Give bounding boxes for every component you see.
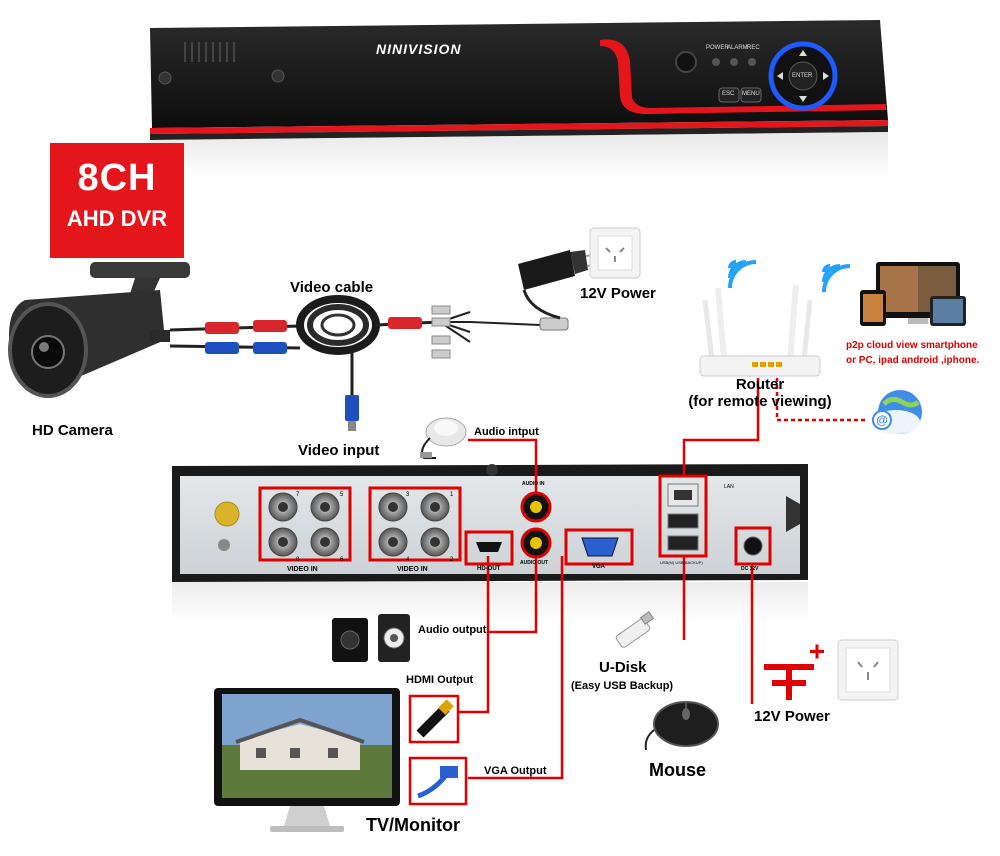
router-label: Router <box>735 376 785 393</box>
esc-button[interactable] <box>718 87 740 103</box>
svg-text:@: @ <box>876 413 888 427</box>
wiring-lines <box>458 378 760 780</box>
mouse-label: Mouse <box>649 760 707 780</box>
wifi-left-icon <box>728 260 757 289</box>
bnc-num-1: 1 <box>450 492 454 498</box>
hdmi-cable-icon <box>408 694 460 744</box>
vent-grille <box>184 42 235 62</box>
wifi-right-icon <box>822 264 851 293</box>
wall-outlet-bottom-icon <box>837 639 899 701</box>
esc-label: ESC <box>722 91 735 97</box>
bnc-num-8: 8 <box>296 557 300 563</box>
audio-output-label: Audio output <box>418 624 487 636</box>
bnc-connectors-left <box>268 492 340 557</box>
rec-led-icon <box>748 58 756 66</box>
badge-type: AHD DVR <box>66 206 168 231</box>
navigation-ring[interactable] <box>768 41 838 111</box>
menu-button[interactable] <box>740 87 762 103</box>
dvr-front-unit <box>150 20 888 178</box>
router-sublabel: (for remote viewing) <box>688 393 832 410</box>
power-led-icon <box>712 58 720 66</box>
bnc-connectors-right <box>378 492 450 557</box>
vga-output-label: VGA Output <box>484 765 547 777</box>
arrow-right-icon <box>823 72 829 80</box>
router-image <box>699 284 821 377</box>
audio-input-label: Audio intput <box>474 426 539 438</box>
enter-label: ENTER <box>792 73 813 79</box>
video-input-label: Video input <box>298 442 380 459</box>
wall-outlet-top-icon <box>589 227 641 279</box>
brand-logo: NINIVISION <box>376 41 462 57</box>
dc-power-symbol-icon <box>764 644 824 700</box>
vga-port-icon <box>581 537 619 557</box>
tv-monitor-label: TV/Monitor <box>366 815 460 835</box>
usb-port-2-icon <box>667 535 699 551</box>
arrow-left-icon <box>777 72 783 80</box>
usb-port-1-icon <box>667 513 699 529</box>
hd-camera-label: HD Camera <box>32 422 113 439</box>
video-in-left-label: VIDEO IN <box>287 566 318 573</box>
video-in-right-label: VIDEO IN <box>397 566 428 573</box>
power-adapter-image <box>518 250 602 320</box>
arrow-down-icon <box>799 96 807 102</box>
audio-out-panel-label: AUDIO OUT <box>520 560 549 566</box>
enter-button[interactable] <box>788 61 818 91</box>
video-cable-label: Video cable <box>290 279 374 296</box>
cloud-globe-icon: @ <box>872 390 922 434</box>
arrow-up-icon <box>799 50 807 56</box>
hdmi-port-icon <box>476 542 502 552</box>
hd-out-panel-label: HD-OUT <box>477 566 501 572</box>
video-cable-image <box>169 295 569 431</box>
product-badge: 8CH AHD DVR <box>50 143 184 258</box>
speakers-icon <box>332 614 410 662</box>
p2p-line-1: p2p cloud view smartphone <box>846 340 978 351</box>
bnc-num-7: 7 <box>296 492 300 498</box>
alarm-led-icon <box>730 58 738 66</box>
hdmi-output-label: HDMI Output <box>406 674 474 686</box>
led-label-power: POWER <box>706 45 729 51</box>
udisk-sublabel: (Easy USB Backup) <box>571 680 674 692</box>
bnc-num-2: 2 <box>450 557 454 563</box>
microphone-icon <box>420 417 467 459</box>
audio-in-panel-label: AUDIO IN <box>522 481 545 487</box>
usb-disk-icon <box>615 611 655 648</box>
lan-panel-label: LAN <box>724 484 734 490</box>
dvr-rear-panel <box>172 464 808 622</box>
bnc-num-4: 4 <box>406 557 410 563</box>
hd-camera-image <box>8 262 190 398</box>
bnc-num-5: 5 <box>340 492 344 498</box>
ir-receiver-icon <box>675 51 697 73</box>
power-bottom-label: 12V Power <box>754 708 830 725</box>
dc-port-icon <box>743 536 763 556</box>
led-label-rec: REC <box>747 45 760 51</box>
remote-devices-image <box>860 262 966 326</box>
power-top-label: 12V Power <box>580 285 656 302</box>
tv-monitor-image <box>214 688 400 832</box>
dc-panel-label: DC 12V <box>741 566 759 572</box>
vga-cable-icon <box>408 756 468 806</box>
vga-panel-label: VGA <box>592 564 606 570</box>
bnc-num-3: 3 <box>406 492 410 498</box>
led-label-alarm: ALARM <box>727 45 748 51</box>
usb-panel-label: USB(M) USB(BACKUP) <box>660 560 703 565</box>
menu-label: MENU <box>742 91 760 97</box>
mouse-icon <box>644 701 719 751</box>
p2p-line-2: or PC, ipad android ,iphone. <box>846 355 980 366</box>
bnc-num-6: 6 <box>340 557 344 563</box>
badge-channels: 8CH <box>77 157 157 199</box>
udisk-label: U-Disk <box>599 659 647 676</box>
